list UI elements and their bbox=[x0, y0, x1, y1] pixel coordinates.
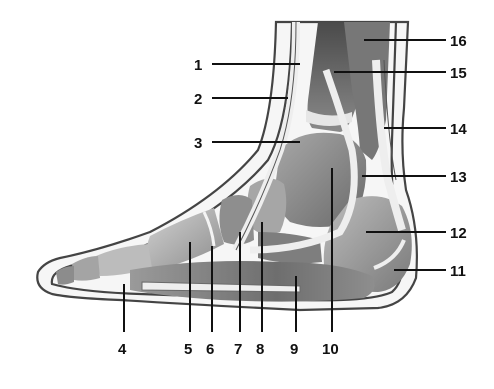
label-10: 10 bbox=[322, 341, 339, 358]
label-14: 14 bbox=[450, 121, 467, 138]
label-5: 5 bbox=[184, 341, 192, 358]
label-9: 9 bbox=[290, 341, 298, 358]
label-4: 4 bbox=[118, 341, 127, 358]
label-3: 3 bbox=[194, 135, 202, 152]
label-8: 8 bbox=[256, 341, 264, 358]
label-12: 12 bbox=[450, 225, 467, 242]
label-7: 7 bbox=[234, 341, 242, 358]
label-1: 1 bbox=[194, 57, 202, 74]
label-11: 11 bbox=[450, 263, 466, 280]
label-2: 2 bbox=[194, 91, 202, 108]
label-16: 16 bbox=[450, 33, 467, 50]
label-13: 13 bbox=[450, 169, 467, 186]
label-6: 6 bbox=[206, 341, 214, 358]
label-15: 15 bbox=[450, 65, 467, 82]
